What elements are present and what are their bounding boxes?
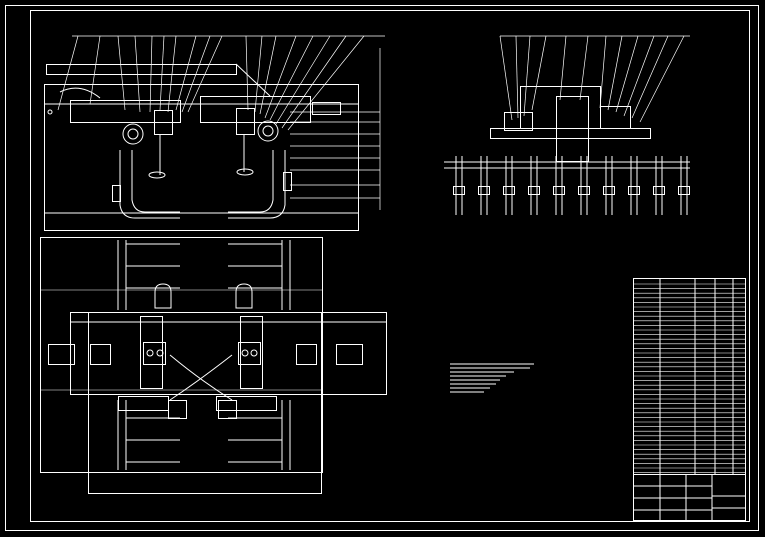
side-view-leg-block [503, 186, 515, 195]
front-elevation-view [44, 35, 385, 231]
side-view-leg-block [528, 186, 540, 195]
side-view-leg-block [678, 186, 690, 195]
parts-list-table [633, 278, 746, 475]
sheet-inner-border [30, 10, 750, 522]
side-view-leg-block [628, 186, 640, 195]
side-elevation-view [444, 35, 690, 215]
side-view-leg-block [653, 186, 665, 195]
side-view-leg-block [478, 186, 490, 195]
plan-view [40, 237, 387, 494]
side-view-leg-block [453, 186, 465, 195]
sheet-outer-border [5, 5, 759, 531]
side-view-leg-block [553, 186, 565, 195]
side-view-leg-block [603, 186, 615, 195]
title-block [633, 474, 746, 521]
technical-requirements-notes [450, 363, 534, 393]
side-view-leg-block [578, 186, 590, 195]
